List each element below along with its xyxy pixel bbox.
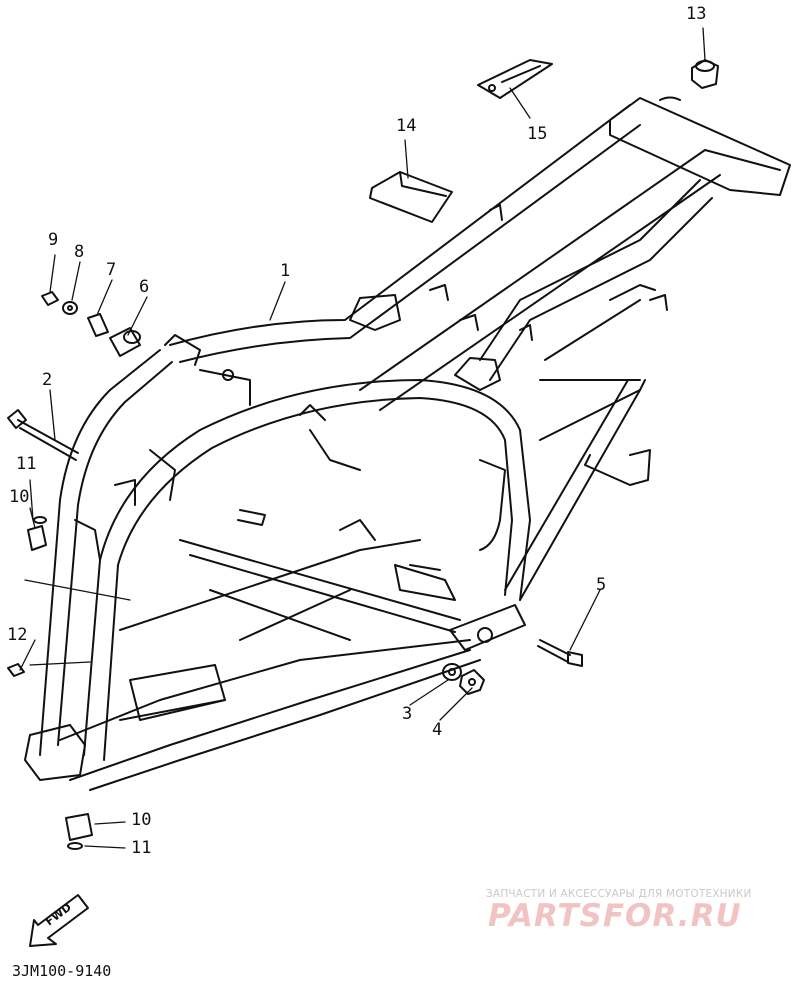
callout-11-lower: 11 — [131, 838, 152, 858]
callout-13: 13 — [686, 4, 707, 24]
callout-2: 2 — [42, 370, 53, 390]
part-12-nipple — [7, 663, 25, 677]
part-11-oring — [33, 516, 83, 850]
watermark-logo: PARTSFOR.RU — [488, 898, 742, 934]
callout-9: 9 — [48, 230, 59, 250]
callout-10-lower: 10 — [131, 810, 152, 830]
part-2-bolt — [7, 409, 79, 461]
callout-14: 14 — [396, 116, 417, 136]
part-3-washer — [442, 663, 462, 681]
part-14-pad — [369, 171, 453, 223]
callout-15: 15 — [527, 124, 548, 144]
callout-12: 12 — [7, 625, 28, 645]
part-15-plate — [477, 59, 553, 99]
callout-3: 3 — [402, 704, 413, 724]
callout-1: 1 — [280, 261, 291, 281]
part-4-nut — [459, 669, 485, 695]
callout-10-upper: 10 — [9, 487, 30, 507]
main-frame — [24, 96, 791, 791]
fwd-arrow — [29, 894, 89, 947]
part-5-bolt — [537, 639, 583, 667]
part-9-bolt — [41, 291, 59, 306]
part-6-bushing — [109, 327, 141, 357]
part-7-collar — [87, 313, 109, 337]
callout-5: 5 — [596, 575, 607, 595]
callout-7: 7 — [106, 260, 117, 280]
part-8-washer — [62, 301, 78, 315]
callout-8: 8 — [74, 242, 85, 262]
callout-4: 4 — [432, 720, 443, 740]
part-10-bushing-upper — [27, 525, 47, 551]
part-13-cap — [691, 59, 719, 89]
callout-6: 6 — [139, 277, 150, 297]
callout-11-upper: 11 — [16, 454, 37, 474]
watermark-tagline: ЗАПЧАСТИ И АКСЕССУАРЫ ДЛЯ МОТОТЕХНИКИ — [486, 888, 752, 900]
diagram-code: 3JM100-9140 — [12, 962, 112, 980]
part-10-bushing-lower — [65, 813, 93, 841]
leader-lines — [19, 27, 706, 849]
